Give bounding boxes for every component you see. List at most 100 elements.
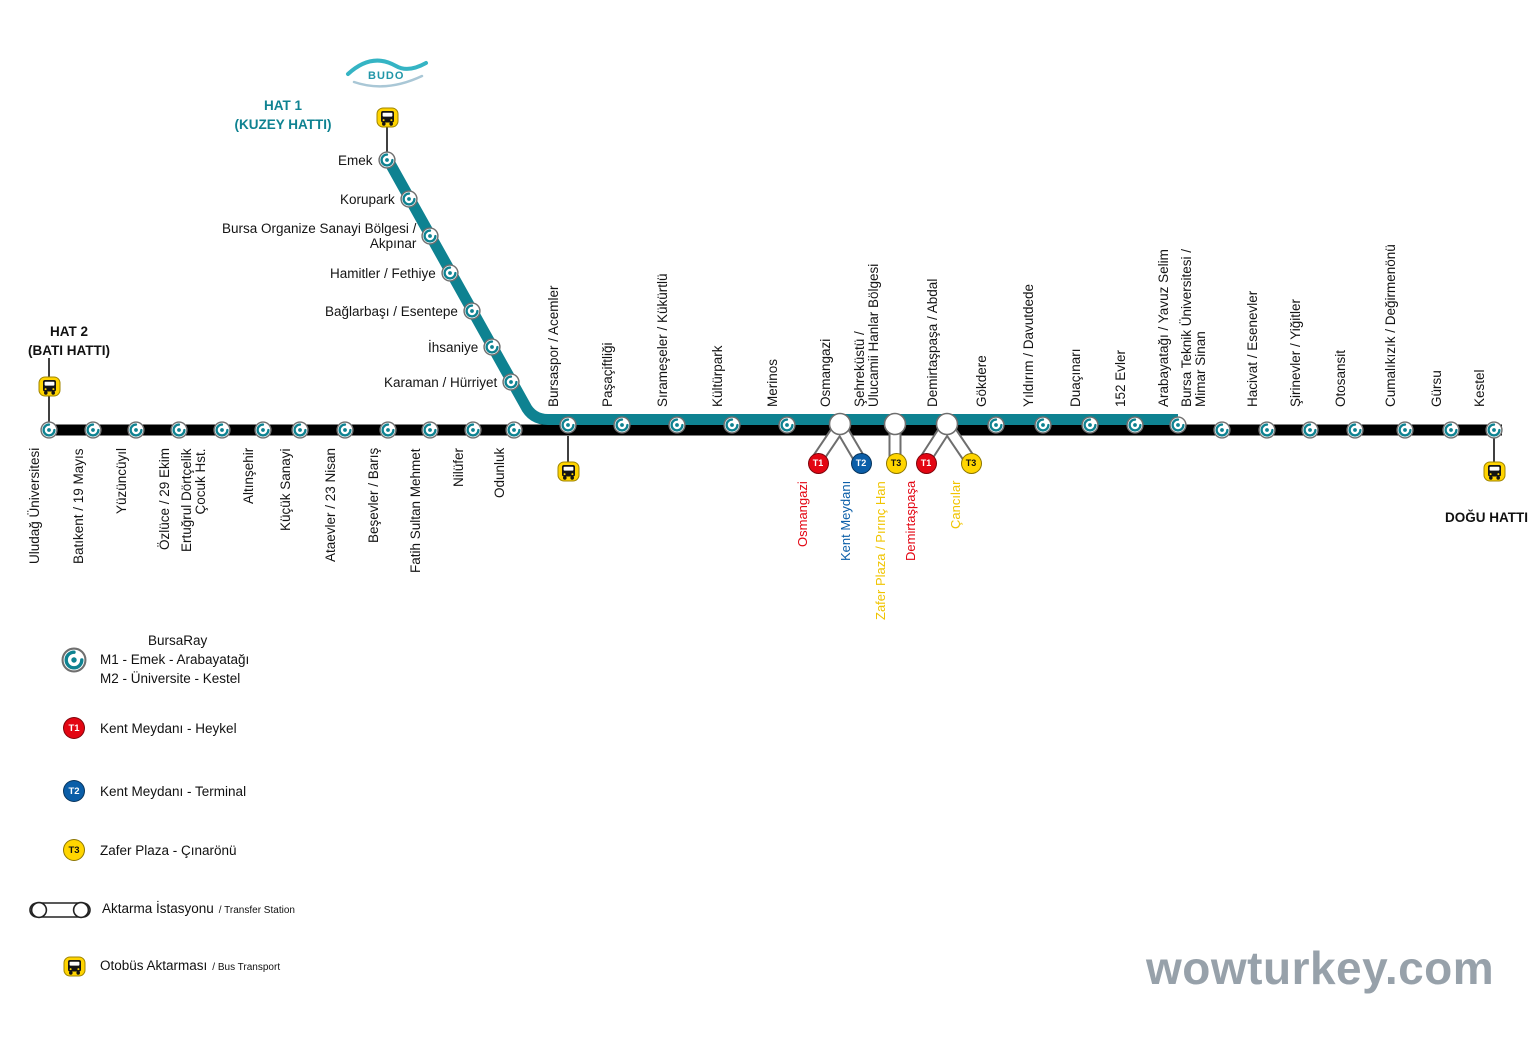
station-marker	[336, 421, 354, 439]
station-marker	[559, 415, 577, 434]
station-label: Ertuğrul Dörtçelik Çocuk Hst.	[179, 448, 208, 552]
legend-badge: T1	[63, 717, 85, 739]
legend-bursaray-text: BursaRay M1 - Emek - Arabayatağı M2 - Ün…	[100, 631, 249, 688]
station-label: Şirinevler / Yiğitler	[1288, 298, 1303, 407]
station-label: Küçük Sanayi	[278, 448, 293, 531]
station-label: Korupark	[340, 191, 395, 207]
hat1-line-label: HAT 1 (KUZEY HATTI)	[234, 98, 332, 132]
station-label: Yüzüncüyıl	[114, 447, 129, 514]
legend-transfer-label: Aktarma İstasyonu	[102, 901, 214, 916]
t3-line-icon: T3	[58, 839, 90, 861]
station-marker	[1034, 415, 1052, 434]
legend-bursaray-title: BursaRay	[148, 633, 208, 648]
station-label: Osmangazi	[795, 481, 810, 547]
station-label: Bursa Organize Sanayi Bölgesi / Akpınar	[222, 221, 417, 251]
station-marker	[483, 338, 501, 356]
station-label: Emek	[338, 152, 373, 168]
legend-bus-text: Otobüs Aktarması/ Bus Transport	[100, 956, 280, 977]
station-label: Paşaçiftliği	[600, 342, 615, 407]
legend-transfer-sublabel: / Transfer Station	[218, 905, 295, 916]
station-label: Kent Meydanı	[838, 480, 853, 561]
watermark: wowturkey.com	[1146, 942, 1495, 994]
t2-line-icon: T2	[58, 780, 90, 802]
budo-logo-text: BUDO	[368, 70, 404, 82]
tram-stop-badge: T1	[807, 452, 829, 474]
station-label: Altınşehir	[241, 447, 256, 504]
station-marker	[1213, 421, 1231, 439]
station-marker	[254, 421, 272, 439]
station-marker	[441, 264, 459, 282]
legend-bus-sublabel: / Bus Transport	[212, 962, 281, 973]
station-label: İhsaniye	[428, 339, 479, 355]
legend-badge: T3	[63, 839, 85, 861]
station-label: Duaçınarı	[1068, 348, 1083, 407]
station-label: Bursa Teknik Üniversitesi / Mimar Sinan	[1179, 248, 1208, 407]
station-label: Şehreküstü / Ulucamii Hanlar Bölgesi	[852, 263, 881, 407]
station-label: Hamitler / Fethiye	[330, 265, 436, 281]
tram-stop-badge: T2	[850, 452, 872, 474]
station-label: Ataevler / 23 Nisan	[323, 447, 338, 562]
bus-transfer-icon	[557, 461, 580, 482]
legend-transfer-text: Aktarma İstasyonu / Transfer Station	[102, 899, 295, 920]
legend-badge: T2	[63, 780, 85, 802]
station-label: Gökdere	[974, 355, 989, 407]
station-label: Yıldırım / Davutdede	[1021, 283, 1036, 407]
station-label: Özlüce / 29 Ekim	[157, 447, 172, 550]
legend-m1-label: M1 - Emek - Arabayatağı	[100, 652, 250, 667]
station-label: Çancılar	[948, 480, 963, 529]
station-label: Arabayatağı / Yavuz Selim	[1156, 249, 1171, 407]
station-marker	[987, 415, 1005, 434]
station-marker	[127, 421, 145, 439]
legend-item-t2: T2 Kent Meydanı - Terminal	[58, 780, 246, 802]
station-marker	[1301, 421, 1319, 439]
station-marker	[723, 415, 741, 434]
station-label: Fatih Sultan Mehmet	[408, 448, 423, 573]
station-label: Beşevler / Barış	[366, 447, 381, 543]
station-marker	[1169, 415, 1187, 434]
bus-transfer-icon	[38, 376, 61, 397]
station-marker	[505, 421, 523, 439]
legend-transfer-row: Aktarma İstasyonu / Transfer Station	[28, 899, 295, 920]
tram-stop-badge: T1	[915, 452, 937, 474]
station-label: Otosansit	[1333, 349, 1348, 407]
hat2-line-label: HAT 2 (BATI HATTI)	[28, 324, 110, 358]
station-label: Hacivat / Esenevler	[1245, 290, 1260, 407]
station-marker	[1081, 415, 1099, 434]
station-marker	[84, 421, 102, 439]
station-marker	[213, 421, 231, 439]
station-label: Karaman / Hürriyet	[384, 374, 498, 390]
station-marker	[1485, 421, 1503, 439]
station-marker	[1258, 421, 1276, 439]
station-marker	[1346, 421, 1364, 439]
station-marker	[378, 151, 396, 169]
transfer-station-marker	[828, 412, 852, 436]
station-marker	[40, 421, 58, 439]
t1-line-icon: T1	[58, 717, 90, 739]
tram-stop-badge: T3	[885, 452, 907, 474]
station-label: Gürsu	[1429, 370, 1444, 407]
station-label: Uludağ Üniversitesi	[27, 447, 42, 564]
station-marker	[170, 421, 188, 439]
station-label: 152 Evler	[1113, 349, 1128, 407]
station-label: Kestel	[1472, 369, 1487, 407]
line-m1	[382, 155, 1178, 425]
station-label: Cumalıkızık / Değirmenönü	[1383, 244, 1398, 407]
station-label: Nilüfer	[451, 447, 466, 487]
station-label: Bağlarbaşı / Esentepe	[325, 303, 458, 319]
station-label: Batıkent / 19 Mayıs	[71, 448, 86, 564]
station-marker	[1396, 421, 1414, 439]
legend-item-label: Zafer Plaza - Çınarönü	[100, 842, 237, 858]
bursaray-logo-icon	[58, 647, 90, 673]
station-label: Demirtaşpaşa	[903, 480, 918, 561]
legend-m2-label: M2 - Üniversite - Kestel	[100, 671, 241, 686]
legend-item-label: Kent Meydanı - Terminal	[100, 783, 247, 799]
bus-transfer-icon	[1483, 461, 1506, 482]
station-marker	[464, 421, 482, 439]
bus-transfer-icon	[58, 956, 90, 977]
station-marker	[613, 415, 631, 434]
station-marker	[400, 190, 418, 208]
station-label: Sırameşeler / Kükürtlü	[655, 273, 670, 407]
transfer-station-icon	[28, 901, 92, 919]
